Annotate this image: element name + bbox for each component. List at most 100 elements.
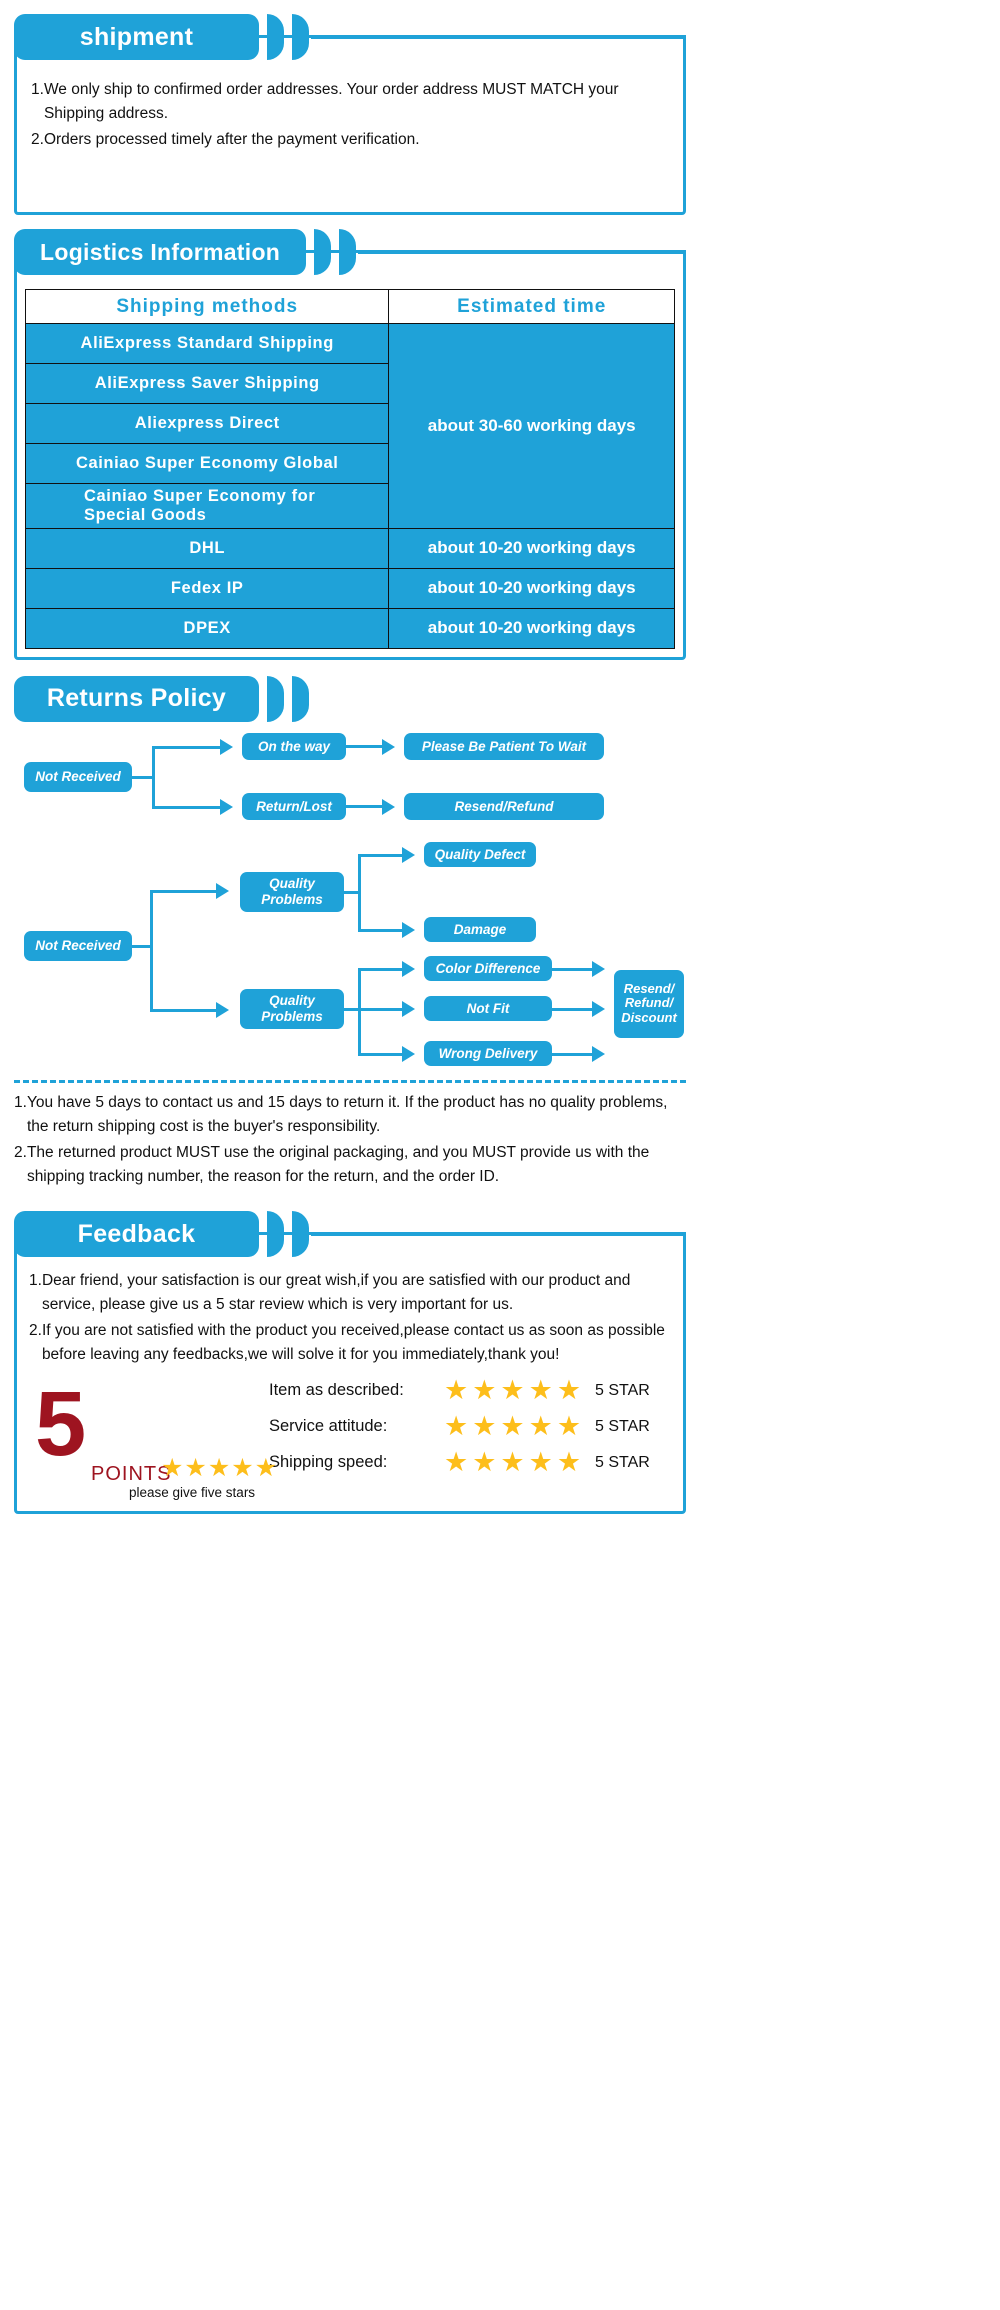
returns-section: Returns Policy	[14, 675, 686, 722]
rating-row-item-as-described: Item as described: ★★★★★ 5 STAR	[269, 1377, 671, 1404]
flow-arrow	[592, 1000, 605, 1017]
list-item-number: 1.	[31, 81, 44, 98]
flow-line	[358, 967, 404, 971]
flow-line	[346, 744, 384, 748]
flow-line	[358, 928, 404, 932]
flow-arrow	[220, 798, 233, 815]
shipment-title: shipment	[14, 14, 259, 60]
table-row: Aliexpress Direct	[24, 403, 675, 444]
shipment-list: 1. We only ship to confirmed order addre…	[31, 78, 669, 152]
flow-node-color-difference: Color Difference	[424, 955, 552, 981]
shipping-method: DPEX	[24, 607, 390, 649]
estimated-time: about 10-20 working days	[388, 527, 675, 569]
table-row: Cainiao Super Economy Global	[24, 443, 675, 484]
flow-line	[552, 967, 594, 971]
banner-rule	[311, 1232, 686, 1236]
table-header-row: Shipping methods Estimated time	[24, 289, 675, 324]
returns-banner: Returns Policy	[14, 675, 686, 722]
list-item-number: 2.	[29, 1322, 42, 1340]
ratings-area: 5 POINTS ★★★★★ please give five stars It…	[29, 1373, 671, 1501]
flow-arrow	[402, 960, 415, 977]
five-points-logo: 5 POINTS ★★★★★ please give five stars	[29, 1373, 277, 1501]
estimated-time: about 10-20 working days	[388, 567, 675, 609]
flow-node-resend-refund-discount: Resend/ Refund/ Discount	[614, 969, 684, 1038]
flow-line	[552, 1052, 594, 1056]
list-item: 2. If you are not satisfied with the pro…	[29, 1319, 671, 1367]
rating-label: Shipping speed:	[269, 1453, 388, 1472]
rating-label: Service attitude:	[269, 1417, 388, 1436]
shipping-method: Fedex IP	[24, 567, 390, 609]
flow-node-not-received: Not Received	[24, 761, 132, 792]
flow-arrow	[592, 960, 605, 977]
banner-rule	[311, 35, 686, 39]
flow-arrow	[216, 1001, 229, 1018]
logistics-banner: Logistics Information	[14, 229, 686, 275]
banner-rule	[358, 250, 686, 254]
list-item-number: 2.	[31, 131, 44, 149]
shipment-banner: shipment	[14, 14, 686, 60]
list-item-text: Dear friend, your satisfaction is our gr…	[41, 1272, 631, 1314]
feedback-section: Feedback 1. Dear friend, your satisfacti…	[14, 1211, 686, 1515]
five-points-caption: please give five stars	[129, 1485, 256, 1501]
banner-dash-1	[267, 14, 284, 60]
flow-line	[358, 853, 361, 932]
banner-dash-2	[292, 14, 309, 60]
shipping-method: Aliexpress Direct	[24, 403, 390, 444]
list-item-text: We only ship to confirmed order addresse…	[43, 81, 619, 123]
rating-stars: ★★★★★	[444, 1447, 586, 1478]
flow-line	[344, 890, 360, 894]
five-points-stars: ★★★★★	[161, 1454, 279, 1483]
list-item: 2. The returned product MUST use the ori…	[14, 1141, 686, 1189]
returns-title: Returns Policy	[14, 675, 259, 722]
five-points-number: 5	[35, 1373, 87, 1476]
shipment-section: shipment 1. We only ship to confirmed or…	[14, 14, 686, 215]
list-item: 1. We only ship to confirmed order addre…	[31, 78, 669, 126]
flow-line	[132, 944, 152, 948]
list-item-text: You have 5 days to contact us and 15 day…	[26, 1093, 668, 1135]
table-row: Fedex IP about 10-20 working days	[24, 567, 675, 609]
banner-dash-2	[292, 1211, 309, 1257]
rating-suffix: 5 STAR	[595, 1381, 650, 1399]
rating-label: Item as described:	[269, 1381, 404, 1400]
banner-dash-1	[267, 675, 284, 722]
rating-row-shipping-speed: Shipping speed: ★★★★★ 5 STAR	[269, 1449, 671, 1476]
flow-line	[552, 1007, 594, 1011]
list-item-number: 1.	[29, 1272, 42, 1289]
flow-node-resend-refund: Resend/Refund	[404, 792, 604, 820]
flow-line	[358, 967, 361, 1056]
returns-flowchart-1: Not Received On the way Please Be Patien…	[14, 730, 686, 830]
flow-line	[150, 889, 218, 893]
flow-line	[358, 853, 404, 857]
shipping-method: DHL	[24, 527, 390, 569]
shipping-method: AliExpress Standard Shipping	[24, 323, 390, 364]
feedback-title: Feedback	[14, 1211, 259, 1257]
shipment-body: 1. We only ship to confirmed order addre…	[14, 35, 686, 215]
flow-line	[152, 805, 222, 809]
column-header-method: Shipping methods	[24, 289, 390, 324]
flow-line	[358, 1007, 404, 1011]
rating-stars: ★★★★★	[444, 1411, 586, 1442]
list-item: 2. Orders processed timely after the pay…	[31, 128, 669, 152]
table-row: Cainiao Super Economy for Special Goods	[24, 483, 675, 529]
list-item-text: Orders processed timely after the paymen…	[43, 131, 420, 149]
shipping-method: Cainiao Super Economy for Special Goods	[24, 483, 390, 529]
banner-dash-2	[339, 229, 357, 275]
returns-flowchart-2: Not Received Quality Problems Quality Pr…	[14, 840, 686, 1070]
table-row: DPEX about 10-20 working days	[24, 607, 675, 649]
dashed-separator	[14, 1079, 686, 1083]
banner-dash-2	[292, 675, 309, 722]
flow-node-quality-problems-1: Quality Problems	[240, 871, 344, 912]
flow-line	[132, 775, 154, 779]
table-row: DHL about 10-20 working days	[24, 527, 675, 569]
list-item: 1. Dear friend, your satisfaction is our…	[29, 1269, 671, 1317]
flow-node-return-lost: Return/Lost	[242, 792, 346, 820]
rating-suffix: 5 STAR	[595, 1453, 650, 1471]
flow-node-wrong-delivery: Wrong Delivery	[424, 1040, 552, 1066]
rating-row-service-attitude: Service attitude: ★★★★★ 5 STAR	[269, 1413, 671, 1440]
feedback-list: 1. Dear friend, your satisfaction is our…	[29, 1269, 671, 1367]
flow-arrow	[402, 846, 415, 863]
column-header-time: Estimated time	[388, 289, 675, 324]
flow-node-not-received: Not Received	[24, 930, 132, 961]
feedback-body: 1. Dear friend, your satisfaction is our…	[14, 1232, 686, 1515]
shipping-method: Cainiao Super Economy Global	[24, 443, 390, 484]
